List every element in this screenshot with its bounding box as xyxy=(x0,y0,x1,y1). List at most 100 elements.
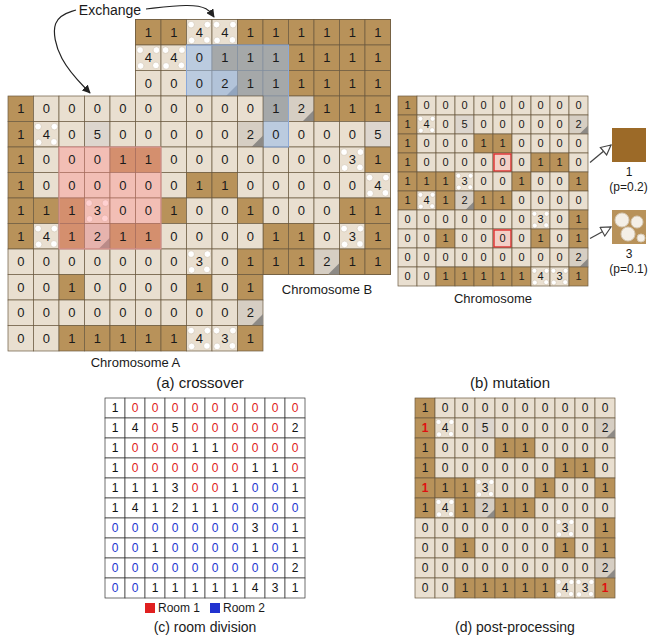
cell-number: 1 xyxy=(455,267,474,286)
grid-cell xyxy=(575,558,595,578)
cell-number: 0 xyxy=(455,518,475,538)
rock-dot xyxy=(229,37,236,44)
cell-number: 4 xyxy=(365,173,391,199)
grid-cell xyxy=(493,134,512,153)
legend-entry: Room 1 xyxy=(145,601,200,615)
cell-number: 0 xyxy=(495,558,515,578)
cell-number: 0 xyxy=(455,134,474,153)
rock-dot xyxy=(367,190,374,197)
grid-cell xyxy=(569,267,588,286)
cell-number: 0 xyxy=(85,173,111,199)
grid-cell xyxy=(417,96,436,115)
cell-number: 0 xyxy=(569,153,588,172)
grid-cell xyxy=(205,518,225,538)
cell-number: 0 xyxy=(340,122,366,148)
grid-cell xyxy=(493,153,512,172)
rock-dot xyxy=(204,327,211,334)
grid-cell xyxy=(285,498,305,518)
grid-cell xyxy=(475,418,495,438)
rock-dot xyxy=(366,174,373,181)
cell-number: 1 xyxy=(340,45,366,71)
grid-cell xyxy=(187,173,213,199)
rock-tile xyxy=(612,210,646,244)
grid-cell xyxy=(455,538,475,558)
grid-cell xyxy=(555,438,575,458)
cell-number: 1 xyxy=(398,134,417,153)
rock-dot xyxy=(357,149,364,156)
cell-number: 3 xyxy=(265,578,285,598)
rock-dot xyxy=(418,128,423,133)
rock-dot xyxy=(556,532,561,537)
mutation-mark xyxy=(494,230,511,247)
grid-cell xyxy=(145,538,165,558)
cell-number: 0 xyxy=(225,498,245,518)
grid-cell xyxy=(595,438,615,458)
cell-number: 0 xyxy=(187,71,213,97)
cell-number: 0 xyxy=(289,122,315,148)
rock-dot xyxy=(188,251,195,258)
cell-number: 1 xyxy=(8,96,34,122)
rock-dot xyxy=(357,225,364,232)
rock-dot xyxy=(430,116,435,121)
cell-number: 0 xyxy=(455,418,475,438)
cell-number: 0 xyxy=(455,229,474,248)
cell-number: 0 xyxy=(34,326,60,352)
grid-cell xyxy=(245,498,265,518)
grid-cell xyxy=(165,438,185,458)
rock-dot xyxy=(456,173,461,178)
grid-cell xyxy=(34,198,60,224)
grid-cell xyxy=(185,538,205,558)
cell-number: 0 xyxy=(145,418,165,438)
grid-cell xyxy=(535,438,555,458)
cell-number: 1 xyxy=(436,172,455,191)
grid-cell xyxy=(285,538,305,558)
grid-cell xyxy=(531,96,550,115)
cell-number: 1 xyxy=(340,198,366,224)
grid-cell xyxy=(225,438,245,458)
cell-number: 0 xyxy=(205,518,225,538)
cell-number: 1 xyxy=(105,498,125,518)
panel-caption: (b) mutation xyxy=(410,372,610,392)
grid-cell xyxy=(105,538,125,558)
grid-cell xyxy=(238,20,264,46)
rock-dot xyxy=(532,211,537,216)
grid-cell xyxy=(595,458,615,478)
grid-cell xyxy=(212,300,238,326)
cell-number: 0 xyxy=(225,398,245,418)
grid-cell xyxy=(455,229,474,248)
cell-number: 1 xyxy=(417,172,436,191)
cell-number: 1 xyxy=(365,96,391,122)
grid-cell xyxy=(289,173,315,199)
cell-number: 0 xyxy=(161,300,187,326)
grid-cell xyxy=(417,210,436,229)
cell-number: 0 xyxy=(136,275,162,301)
grid-cell xyxy=(165,458,185,478)
cell-number: 1 xyxy=(531,153,550,172)
cell-number: 1 xyxy=(555,458,575,478)
grid-cell xyxy=(575,498,595,518)
grid-cell xyxy=(493,96,512,115)
rock-dot xyxy=(569,519,574,524)
grid-cell xyxy=(415,558,435,578)
grid-cell xyxy=(512,191,531,210)
grid-cell xyxy=(415,538,435,558)
cell-number: 1 xyxy=(493,267,512,286)
chromosome-label: Chromosome A xyxy=(8,353,263,371)
cell-number: 0 xyxy=(212,224,238,250)
cell-number: 0 xyxy=(455,398,475,418)
grid-cell xyxy=(398,267,417,286)
cell-number: 0 xyxy=(289,147,315,173)
cell-number: 0 xyxy=(474,172,493,191)
grid-cell xyxy=(125,458,145,478)
cell-number: 0 xyxy=(265,558,285,578)
cell-number: 0 xyxy=(245,558,265,578)
cell-number: 0 xyxy=(145,558,165,578)
cell-number: 0 xyxy=(110,198,136,224)
cell-number: 0 xyxy=(569,96,588,115)
cell-number: 0 xyxy=(493,153,512,172)
cell-number: 1 xyxy=(340,96,366,122)
grid-cell xyxy=(535,478,555,498)
rock-dot xyxy=(179,47,186,54)
grid-cell xyxy=(455,248,474,267)
cell-number: 1 xyxy=(555,538,575,558)
